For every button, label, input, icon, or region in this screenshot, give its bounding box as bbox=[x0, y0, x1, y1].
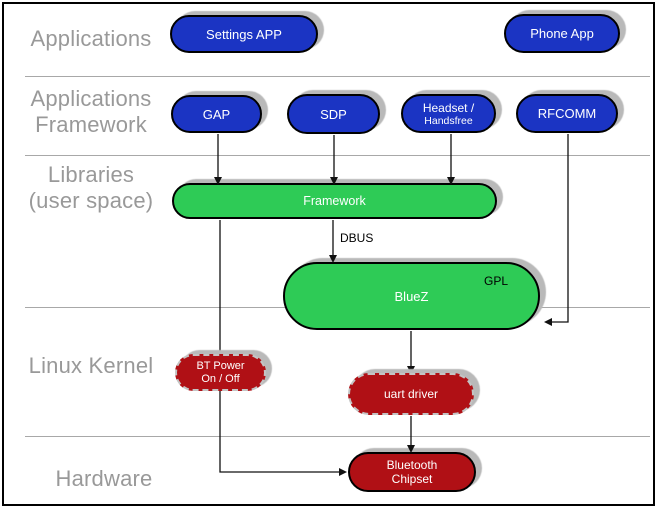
node-label: BT Power bbox=[196, 359, 245, 372]
layer-label-hardware: Hardware bbox=[28, 466, 180, 492]
layer-label-line: Libraries bbox=[47, 162, 135, 187]
node-bluez: GPL BlueZ bbox=[283, 262, 540, 330]
edge-label-dbus: DBUS bbox=[340, 231, 374, 245]
node-framework: Framework bbox=[172, 183, 497, 219]
layer-label-applications-framework: Applications Framework bbox=[15, 86, 167, 138]
node-settings-app: Settings APP bbox=[170, 15, 318, 53]
node-rfcomm: RFCOMM bbox=[516, 94, 618, 133]
node-label: Framework bbox=[303, 194, 366, 208]
node-uart-driver: uart driver bbox=[348, 373, 474, 415]
diagram-border bbox=[2, 2, 655, 506]
node-bt-power: BT Power On / Off bbox=[175, 354, 266, 391]
node-phone-app: Phone App bbox=[504, 14, 620, 53]
node-label-line2: Handsfree bbox=[424, 114, 473, 127]
layer-divider bbox=[25, 436, 650, 437]
node-label: RFCOMM bbox=[537, 106, 597, 121]
license-label-gpl: GPL bbox=[483, 274, 508, 288]
node-label: uart driver bbox=[383, 387, 439, 401]
node-label: Headset / bbox=[422, 100, 475, 115]
layer-label-linux-kernel: Linux Kernel bbox=[15, 353, 167, 379]
layer-label-line: Applications bbox=[30, 86, 152, 111]
node-label: Bluetooth bbox=[386, 458, 438, 472]
node-gap: GAP bbox=[171, 95, 262, 133]
layer-label-libraries: Libraries (user space) bbox=[15, 162, 167, 214]
node-label: GAP bbox=[202, 106, 231, 122]
layer-label-applications: Applications bbox=[15, 26, 167, 52]
node-label-line2: On / Off bbox=[201, 372, 240, 385]
node-label-line2: Chipset bbox=[391, 472, 433, 486]
node-label: SDP bbox=[320, 106, 347, 122]
layer-label-line: (user space) bbox=[28, 188, 154, 213]
node-label: BlueZ bbox=[394, 288, 429, 304]
node-sdp: SDP bbox=[287, 94, 380, 134]
layer-divider bbox=[25, 155, 650, 156]
node-bluetooth-chipset: Bluetooth Chipset bbox=[348, 452, 476, 492]
layer-label-line: Linux Kernel bbox=[28, 353, 154, 378]
layer-label-line: Hardware bbox=[55, 466, 153, 491]
node-label: Phone App bbox=[530, 26, 594, 41]
layer-label-line: Applications bbox=[30, 26, 152, 51]
node-headset-handsfree: Headset / Handsfree bbox=[401, 94, 496, 133]
layer-divider bbox=[25, 76, 650, 77]
node-label: Settings APP bbox=[206, 26, 282, 42]
layer-label-line: Framework bbox=[35, 112, 147, 137]
